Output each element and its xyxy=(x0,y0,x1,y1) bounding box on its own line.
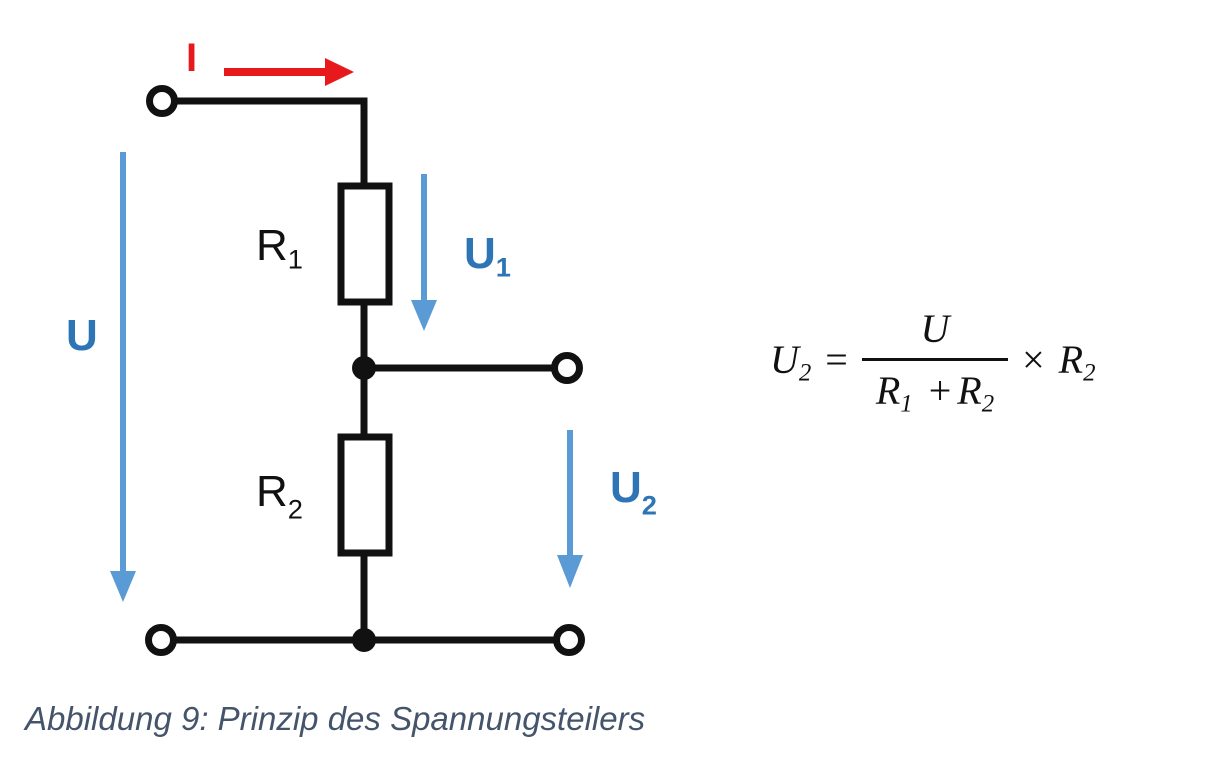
voltage-u2-symbol: U xyxy=(610,463,642,512)
formula-equals: = xyxy=(825,336,848,382)
resistor-r1-subscript: 1 xyxy=(287,243,303,275)
formula-den-term2: R xyxy=(957,367,982,413)
formula-den-term1: R xyxy=(875,367,901,413)
resistor-r2-symbol: R xyxy=(256,467,288,516)
resistor-r1-label: R1 xyxy=(256,221,303,273)
formula-denominator: R1 +R2 xyxy=(861,357,1009,417)
formula-den-operator: + xyxy=(928,367,952,413)
formula-fraction: U R1 +R2 xyxy=(861,305,1009,417)
resistor-r2-label: R2 xyxy=(256,467,303,523)
voltage-u1-subscript: 1 xyxy=(495,251,511,283)
formula-multiply: × xyxy=(1022,336,1045,382)
current-label: I xyxy=(186,36,198,80)
formula-result: R2 xyxy=(1058,336,1096,386)
terminal-bottom-left xyxy=(145,624,177,656)
total-voltage-label: U xyxy=(66,311,98,360)
formula-lhs-subscript: 2 xyxy=(798,358,812,386)
formula-result-subscript: 2 xyxy=(1083,358,1096,386)
figure-caption: Abbildung 9: Prinzip des Spannungsteiler… xyxy=(25,700,646,737)
formula-numerator: U xyxy=(920,305,950,351)
current-arrow-head xyxy=(325,58,354,86)
resistor-r2-subscript: 2 xyxy=(287,493,303,525)
formula-lhs-symbol: U xyxy=(770,336,799,382)
formula-result-symbol: R xyxy=(1058,336,1084,382)
junction-node-middle xyxy=(352,356,376,380)
voltage-u2-arrow-head xyxy=(557,555,583,588)
resistor-r1-symbol: R xyxy=(256,221,288,270)
voltage-u2-label: U2 xyxy=(610,463,657,519)
voltage-u1-arrow-head xyxy=(411,300,437,331)
voltage-u-arrow-head xyxy=(110,571,136,602)
voltage-u1-label: U1 xyxy=(464,229,511,281)
formula-den-term2-sub: 2 xyxy=(981,389,995,417)
voltage-u1-symbol: U xyxy=(464,229,496,278)
terminal-bottom-right xyxy=(553,624,585,656)
terminal-top-left xyxy=(146,85,178,117)
voltage-u2-subscript: 2 xyxy=(641,489,657,521)
resistor-r2-body xyxy=(337,433,393,557)
terminal-middle-right xyxy=(551,352,583,384)
voltage-divider-formula: U2 = U R1 +R2 × R2 xyxy=(770,300,1096,418)
wire-top xyxy=(174,97,368,186)
junction-node-bottom xyxy=(352,628,376,652)
resistor-r1-body xyxy=(337,182,393,306)
formula-den-term1-sub: 1 xyxy=(900,389,913,417)
formula-lhs: U2 xyxy=(770,336,812,386)
